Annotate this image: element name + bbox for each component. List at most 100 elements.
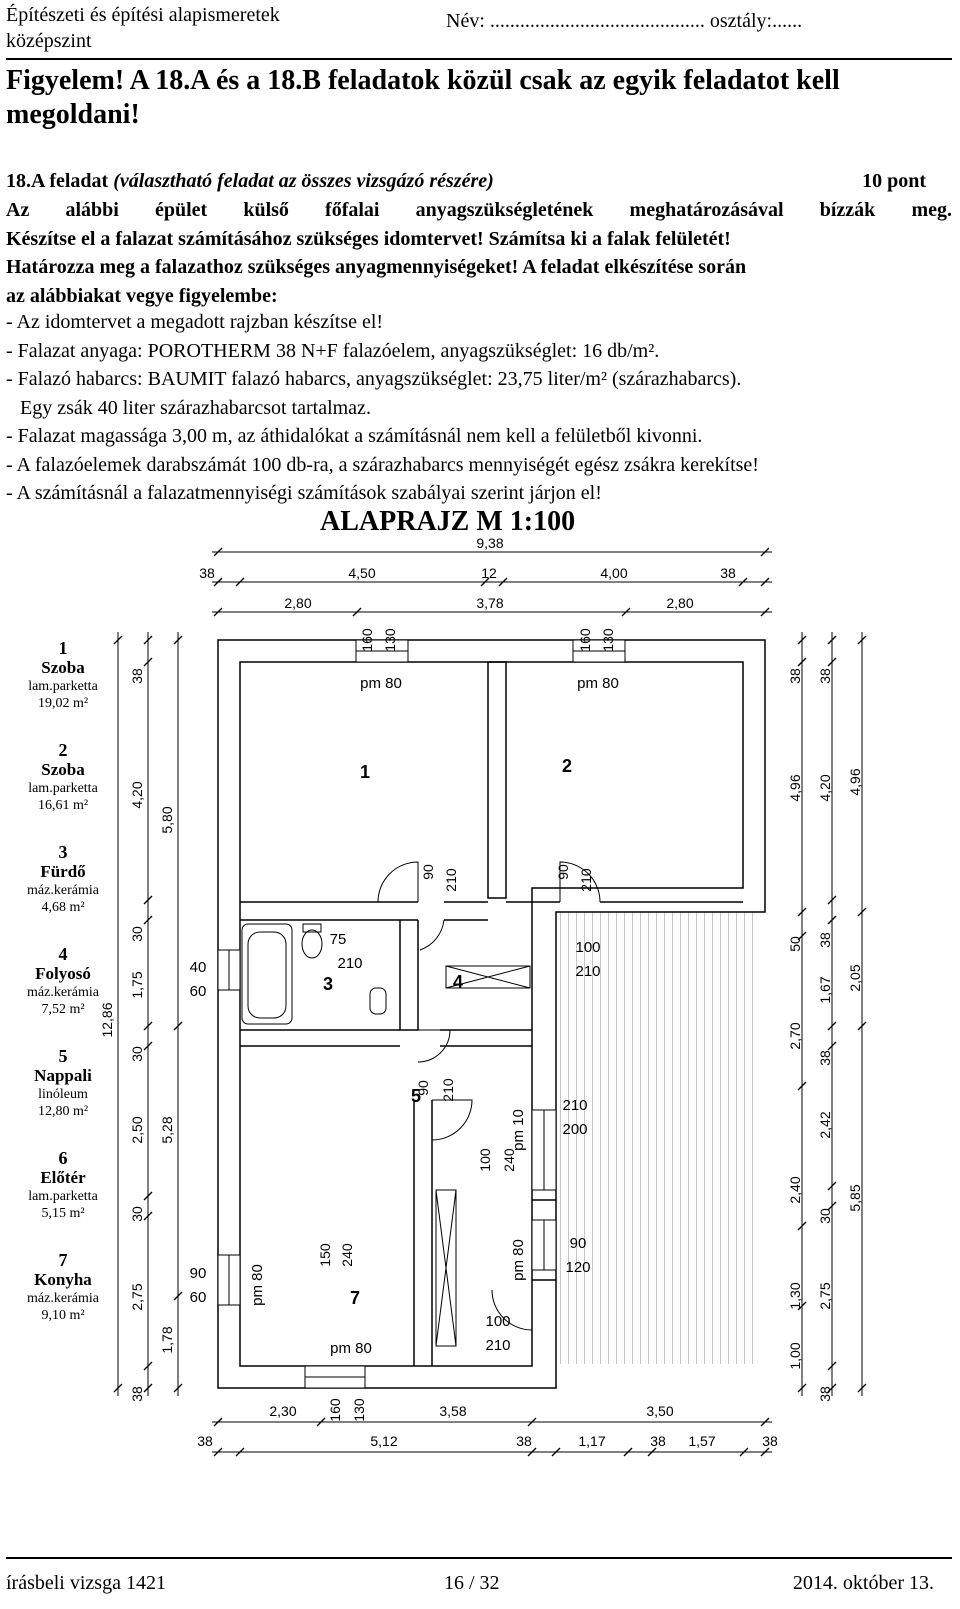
dimension-label: 2,80	[666, 595, 693, 611]
dimension-label: 50	[787, 936, 803, 952]
dimension-label: pm 80	[510, 1239, 527, 1281]
room-area: 4,68 m²	[41, 900, 85, 915]
dimension-label: 2,05	[847, 964, 863, 991]
dimension-label: 90	[415, 1080, 431, 1096]
dimension-label: 2,40	[787, 1176, 803, 1203]
subject-title: Építészeti és építési alapismeretek közé…	[6, 4, 280, 52]
dimension-label: 3,78	[476, 595, 503, 611]
dimension-label: 9,38	[476, 535, 503, 551]
dimension-label: 5,28	[159, 1116, 175, 1143]
dimension-label: 210	[578, 868, 594, 892]
room-name: Előtér	[40, 1168, 86, 1187]
dimension-label: 2,75	[817, 1282, 833, 1309]
dimension-label: 30	[129, 1046, 145, 1062]
dimension-label: 38	[197, 1433, 213, 1449]
header-divider	[6, 58, 952, 60]
dimension-label: 210	[575, 963, 600, 980]
dimension-label: 210	[337, 955, 362, 972]
dimension-label: 12,86	[99, 1002, 115, 1037]
exterior-walls	[217, 639, 766, 1389]
dimension-label: 38	[129, 668, 145, 684]
requirement-item: - Falazó habarcs: BAUMIT falazó habarcs,…	[6, 368, 742, 390]
room-label: 5	[411, 1086, 421, 1106]
dimension-label: 210	[440, 1078, 456, 1102]
room-area: 7,52 m²	[41, 1002, 85, 1017]
page-header: Építészeti és építési alapismeretek közé…	[6, 2, 954, 58]
dimension-label: pm 80	[577, 675, 619, 692]
room-flooring: máz.kerámia	[27, 883, 99, 898]
dimension-label: 30	[129, 1206, 145, 1222]
dimension-label: 1,75	[129, 971, 145, 998]
dimension-label: 1,17	[578, 1433, 605, 1449]
dimension-label: 2,70	[787, 1022, 803, 1049]
dimension-label: 30	[129, 926, 145, 942]
dimension-label: 2,80	[284, 595, 311, 611]
room-area: 9,10 m²	[41, 1308, 85, 1323]
dimension-label: 4,00	[600, 565, 627, 581]
dimension-label: 5,85	[847, 1184, 863, 1211]
room-area: 5,15 m²	[41, 1206, 85, 1221]
task-qualifier: (választható feladat az összes vizsgázó …	[113, 170, 494, 192]
dimension-label: 1,67	[817, 976, 833, 1003]
room-name: Szoba	[41, 760, 85, 779]
dimension-label: 2,42	[817, 1111, 833, 1138]
interior-walls	[240, 661, 743, 1366]
requirement-item: - Falazat magassága 3,00 m, az áthidalók…	[6, 425, 703, 447]
dimension-label: 2,75	[129, 1283, 145, 1310]
room-flooring: lam.parketta	[28, 781, 98, 796]
dimension-label: pm 80	[330, 1340, 372, 1357]
dimension-label: 210	[443, 868, 459, 892]
dimension-label: 40	[190, 959, 207, 976]
room-flooring: lam.parketta	[28, 679, 98, 694]
task-line: az alábbiakat vegye figyelembe:	[6, 284, 278, 307]
dimension-label: 4,20	[817, 774, 833, 801]
dimension-label: 5,80	[159, 806, 175, 833]
room-flooring: máz.kerámia	[27, 1291, 99, 1306]
room-number: 3	[58, 842, 68, 862]
dimension-label: 38	[817, 1050, 833, 1066]
dimension-label: 120	[565, 1259, 590, 1276]
task-line: Készítse el a falazat számításához szüks…	[6, 227, 731, 250]
dimension-label: 3,50	[646, 1403, 673, 1419]
dimension-label: 38	[817, 668, 833, 684]
dimension-label: 90	[555, 864, 571, 880]
room-label: 3	[323, 974, 333, 994]
dimension-label: 30	[817, 1208, 833, 1224]
exam-date: 2014. október 13.	[792, 1572, 934, 1594]
corridor-cabinet	[435, 965, 531, 1347]
room-flooring: lam.parketta	[28, 1189, 98, 1204]
dimension-label: pm 10	[510, 1109, 527, 1151]
dimension-label: 90	[570, 1235, 587, 1252]
dimension-label: 38	[516, 1433, 532, 1449]
dimension-label: 38	[129, 1386, 145, 1402]
room-number: 1	[58, 638, 68, 658]
dimension-label: 2,50	[129, 1116, 145, 1143]
room-number: 2	[58, 740, 68, 760]
task-heading: 18.A feladat (választható feladat az öss…	[6, 168, 952, 194]
room-number: 5	[58, 1046, 68, 1066]
dimension-label: 38	[787, 668, 803, 684]
requirement-item: - Az idomtervet a megadott rajzban készí…	[6, 311, 384, 333]
dimension-label: 100	[575, 939, 600, 956]
room-flooring: linóleum	[38, 1087, 88, 1102]
dimension-label: 160	[359, 628, 375, 652]
room-number: 4	[58, 944, 68, 964]
dimension-label: 2,30	[269, 1403, 296, 1419]
page-number: 16 / 32	[444, 1572, 500, 1594]
dimension-label: pm 80	[360, 675, 402, 692]
warning-notice: Figyelem! A 18.A és a 18.B feladatok köz…	[6, 65, 840, 130]
dimension-label: 1,30	[787, 1282, 803, 1309]
task-requirements: - Az idomtervet a megadott rajzban készí…	[6, 308, 952, 508]
room-name: Konyha	[34, 1270, 92, 1289]
dimension-ticks	[113, 547, 867, 1457]
footer-divider	[6, 1557, 952, 1559]
dimension-label: 4,96	[847, 768, 863, 795]
